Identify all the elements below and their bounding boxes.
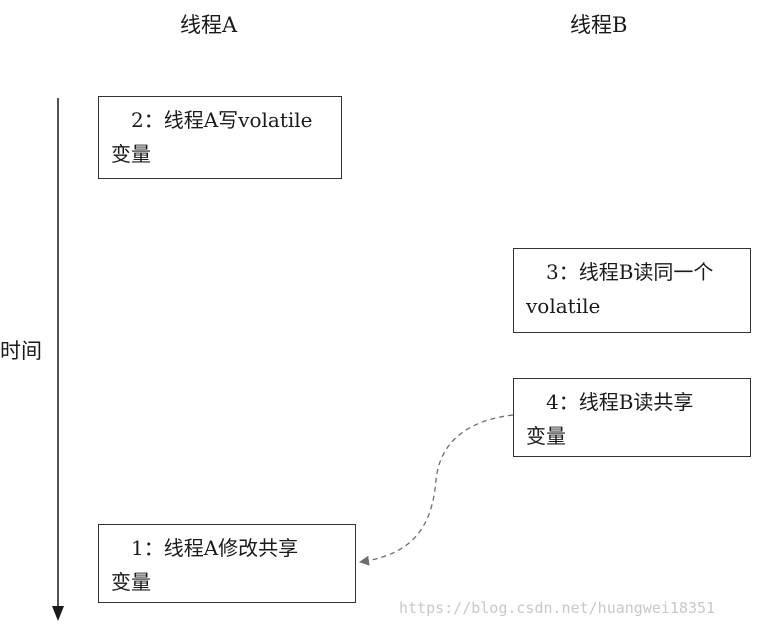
step-1-line-2: 变量 <box>111 570 151 594</box>
step-2-line-1: 2：线程A写volatile <box>131 108 313 132</box>
step-1-line-1: 1：线程A修改共享 <box>131 536 299 560</box>
step-4-box: 4：线程B读共享 变量 <box>513 378 751 457</box>
step-3-line-2: volatile <box>526 294 601 318</box>
step-3-line-1: 3：线程B读同一个 <box>546 260 714 284</box>
step-1-box: 1：线程A修改共享 变量 <box>98 524 356 603</box>
dashed-dependency-arrow <box>359 414 514 566</box>
step-4-line-1: 4：线程B读共享 <box>546 390 694 414</box>
step-2-line-2: 变量 <box>111 142 151 166</box>
step-2-box: 2：线程A写volatile 变量 <box>98 96 342 179</box>
thread-b-header: 线程B <box>570 13 628 37</box>
thread-a-header: 线程A <box>180 13 238 37</box>
step-3-box: 3：线程B读同一个 volatile <box>513 248 751 333</box>
step-4-line-2: 变量 <box>526 424 566 448</box>
time-axis-arrowhead <box>52 606 64 621</box>
time-axis-label: 时间 <box>0 339 42 363</box>
watermark-url: https://blog.csdn.net/huangwei18351 <box>399 599 716 617</box>
